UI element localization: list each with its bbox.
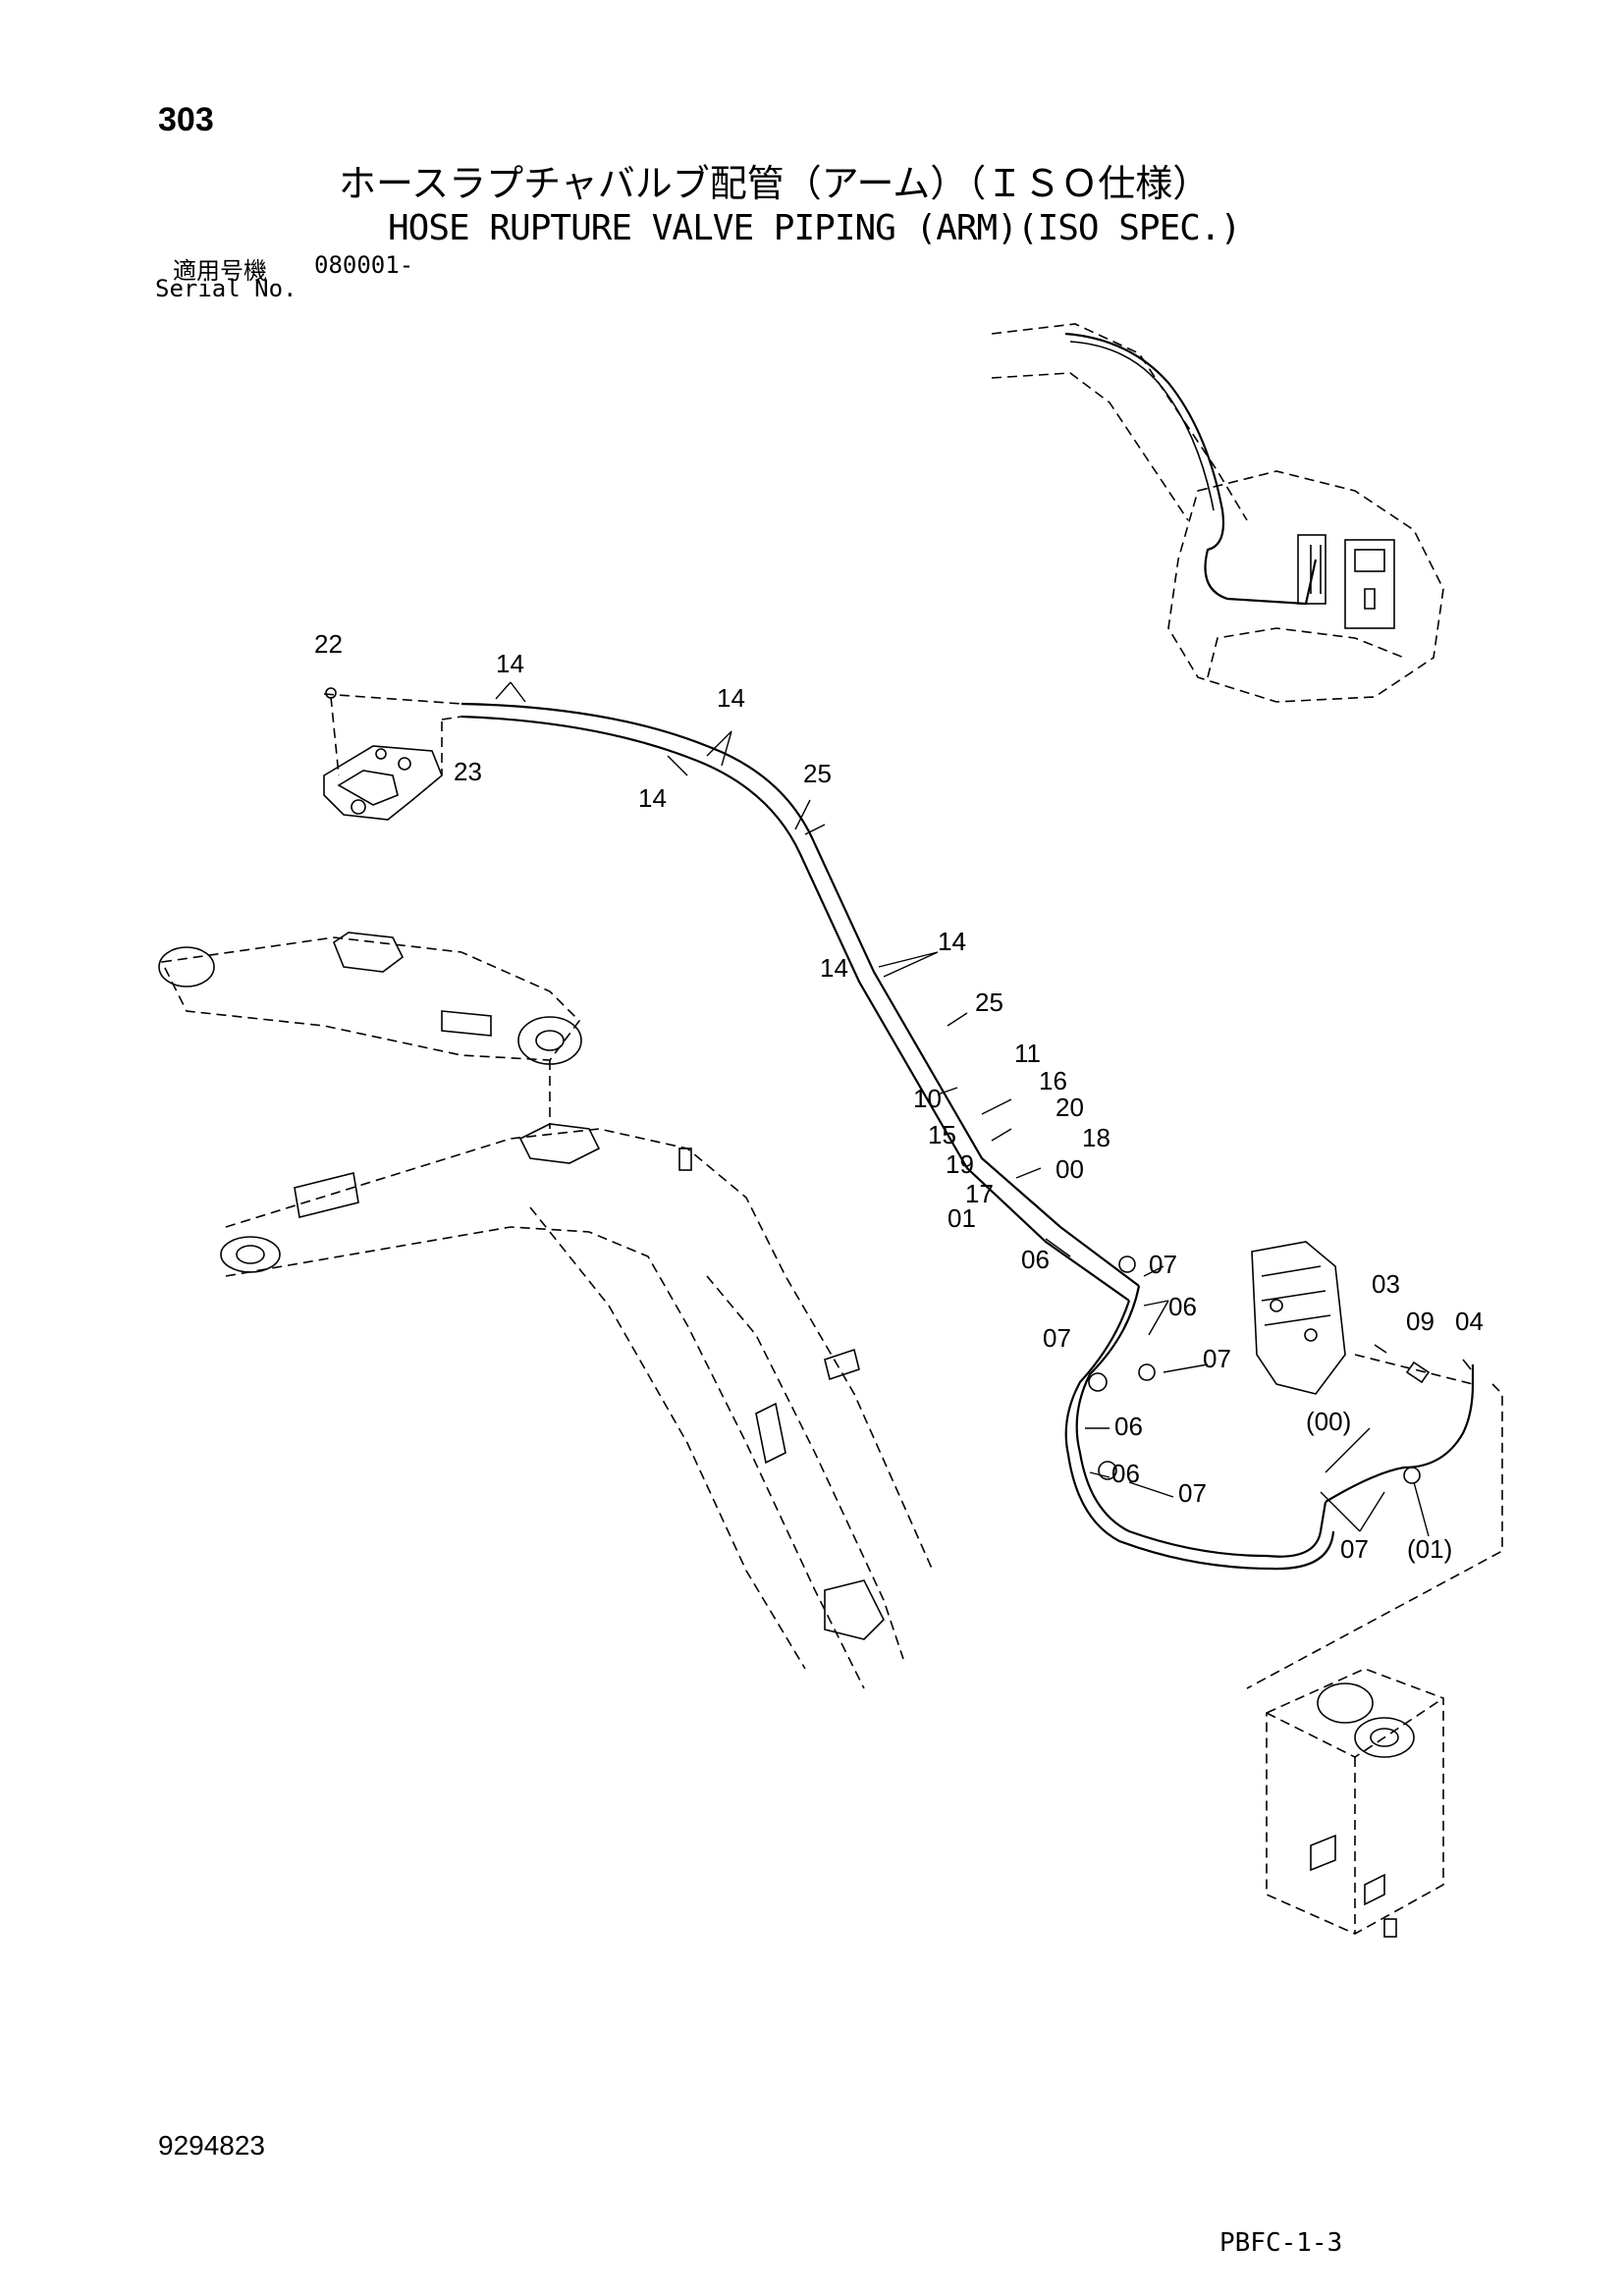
page-code: PBFC-1-3 xyxy=(1219,2228,1343,2258)
callout: 07 xyxy=(1178,1478,1207,1508)
callout: 10 xyxy=(913,1084,942,1113)
callout: 00 xyxy=(1056,1154,1084,1184)
callout: 04 xyxy=(1455,1307,1484,1336)
page-title-japanese: ホースラプチャバルブ配管（アーム）（ＩＳＯ仕様） xyxy=(339,162,1211,205)
callout: 18 xyxy=(1082,1123,1110,1152)
arm-illustration xyxy=(220,1123,934,1689)
callout: 14 xyxy=(496,649,524,678)
page-number: 303 xyxy=(158,101,214,138)
callout: 14 xyxy=(638,783,667,813)
callout: 07 xyxy=(1043,1323,1071,1353)
control-valve-illustration xyxy=(1246,1241,1503,1689)
callout: 01 xyxy=(947,1203,976,1233)
callout: 17 xyxy=(965,1179,994,1208)
callout: 22 xyxy=(314,629,343,659)
callout: 09 xyxy=(1406,1307,1435,1336)
callout: 03 xyxy=(1372,1269,1400,1299)
callout: 07 xyxy=(1203,1344,1231,1373)
callout: 11 xyxy=(1014,1039,1041,1068)
callout: 06 xyxy=(1168,1292,1197,1321)
hose-rupture-valve-illustration xyxy=(323,687,443,821)
callout: 14 xyxy=(938,927,966,956)
callout: 06 xyxy=(1114,1412,1143,1441)
callout: 25 xyxy=(803,759,832,788)
pilot-valve-illustration xyxy=(1266,1668,1444,1938)
callout: 15 xyxy=(928,1120,956,1149)
callout: 14 xyxy=(938,927,966,956)
hose-assembly xyxy=(323,693,1475,1571)
callout: 14 xyxy=(717,683,745,713)
callout: (00) xyxy=(1306,1407,1351,1436)
callout: 06 xyxy=(1021,1245,1050,1274)
callout: 07 xyxy=(1340,1534,1369,1564)
arm-cylinder-illustration xyxy=(158,932,582,1129)
callout: 14 xyxy=(820,953,848,983)
document-number: 9294823 xyxy=(158,2130,266,2161)
serial-label-english: Serial No. xyxy=(155,275,298,302)
callout: 20 xyxy=(1056,1093,1084,1122)
callout: 16 xyxy=(1039,1066,1067,1095)
callout: 23 xyxy=(454,757,482,786)
callout: 25 xyxy=(975,988,1003,1017)
serial-label-japanese: 適用号機 xyxy=(173,257,267,285)
leader-lines xyxy=(495,681,1430,1537)
callout: (01) xyxy=(1407,1534,1452,1564)
page-title-english: HOSE RUPTURE VALVE PIPING (ARM)(ISO SPEC… xyxy=(388,208,1241,248)
callout: 06 xyxy=(1111,1459,1140,1488)
machine-overview-illustration xyxy=(991,323,1444,703)
serial-number-range: 080001- xyxy=(314,251,414,279)
callout-labels: 22 14 14 23 14 14 25 14 14 25 11 10 16 2… xyxy=(314,629,1484,1564)
callout: 19 xyxy=(946,1149,974,1179)
callout: 07 xyxy=(1149,1250,1177,1279)
